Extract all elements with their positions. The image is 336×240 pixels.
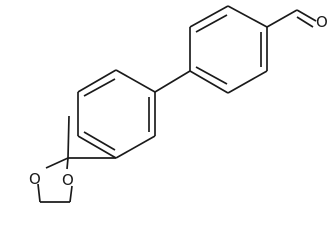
biaryl-bond: [154, 70, 191, 93]
bond: [69, 185, 73, 203]
bond: [37, 183, 41, 203]
double-bond-inner: [83, 131, 116, 151]
bond: [45, 157, 69, 169]
bond: [77, 69, 117, 93]
ring-oxygen-left-label: O: [29, 170, 41, 188]
aldehyde-group: O: [266, 9, 328, 31]
chemical-structure-canvas: O O O: [29, 5, 328, 203]
bond: [77, 135, 117, 159]
methyl-bond: [67, 115, 70, 159]
double-bond-inner: [296, 16, 314, 28]
double-bond-inner: [195, 66, 228, 85]
dioxolane-ring: O O: [29, 115, 74, 203]
structure-diagram: O O O: [29, 5, 328, 203]
upper-benzene-ring: [189, 5, 268, 94]
ring-oxygen-right-label: O: [62, 171, 74, 189]
bond: [66, 157, 69, 170]
bond: [115, 69, 156, 93]
double-bond-outer: [296, 9, 317, 22]
lower-benzene-ring: [77, 69, 156, 159]
bond: [189, 70, 229, 94]
bond: [227, 5, 268, 28]
bond: [227, 70, 268, 94]
bond: [189, 5, 229, 28]
double-bond-inner: [195, 14, 228, 33]
double-bond-inner: [83, 78, 116, 97]
aldehyde-oxygen-label: O: [316, 13, 328, 31]
bond: [115, 135, 156, 159]
bond: [266, 9, 298, 28]
